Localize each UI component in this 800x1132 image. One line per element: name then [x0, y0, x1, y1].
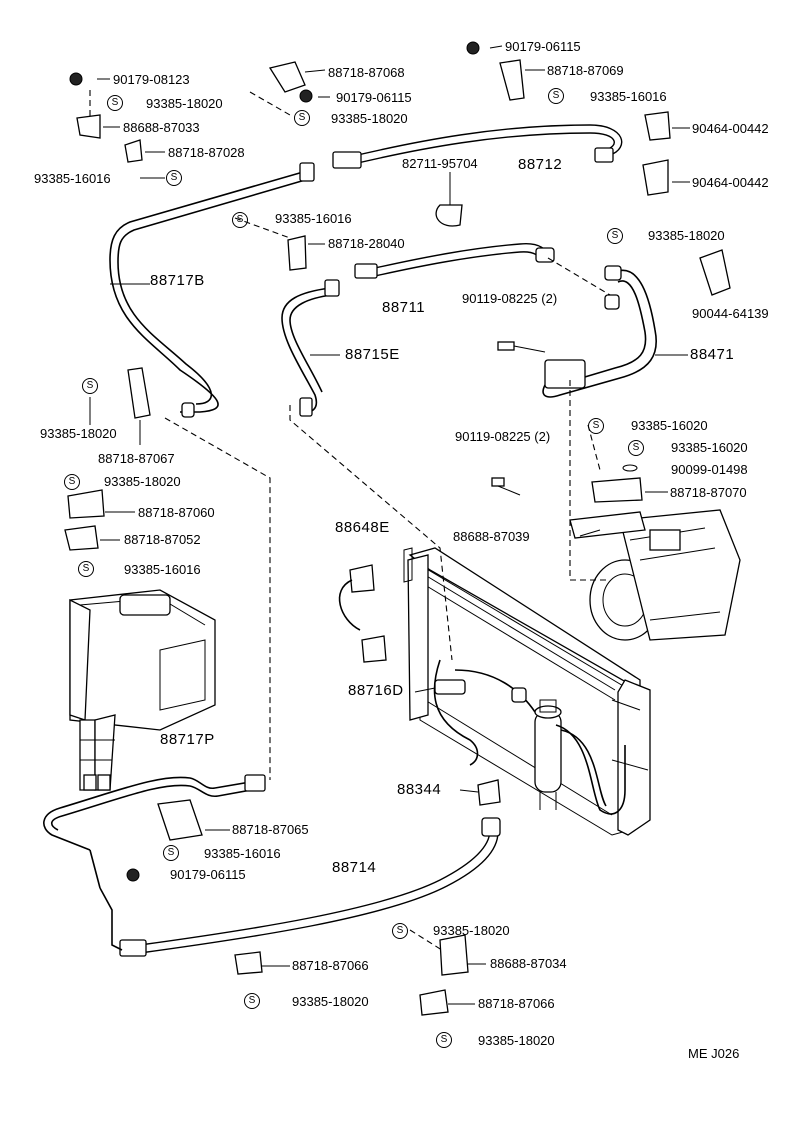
hose-88712	[344, 124, 623, 159]
part-label-88471: 88471	[690, 346, 735, 363]
part-label-88718-87066-b: 88718-87066	[478, 996, 555, 1011]
s-symbol-icon: S	[436, 1032, 452, 1048]
s-symbol-icon: S	[232, 212, 248, 228]
part-label-88716d: 88716D	[348, 682, 404, 699]
part-label-90119-08225-a: 90119-08225 (2)	[462, 291, 558, 306]
part-label-93385-18020-a: 93385-18020	[146, 96, 223, 111]
part-label-90044-64139: 90044-64139	[692, 306, 769, 321]
part-label-93385-16016-e: 93385-16016	[204, 846, 281, 861]
s-symbol-icon: S	[163, 845, 179, 861]
s-symbol-icon: S	[607, 228, 623, 244]
part-label-88718-87060: 88718-87060	[138, 505, 215, 520]
pipe-88717p	[43, 776, 263, 851]
part-label-88688-87033: 88688-87033	[123, 120, 200, 135]
part-label-88344: 88344	[397, 781, 442, 798]
s-symbol-icon: S	[78, 561, 94, 577]
s-symbol-icon: S	[64, 474, 80, 490]
part-label-90099-01498: 90099-01498	[671, 462, 748, 477]
part-label-93385-18020-h: 93385-18020	[478, 1033, 555, 1048]
part-label-90179-06115-top: 90179-06115	[505, 39, 581, 54]
part-label-93385-16016-c: 93385-16016	[275, 211, 352, 226]
part-label-88717b: 88717B	[150, 272, 205, 289]
part-label-88718-87052: 88718-87052	[124, 532, 201, 547]
part-label-93385-18020-d: 93385-18020	[40, 426, 117, 441]
s-symbol-icon: S	[392, 923, 408, 939]
part-label-93385-16020-a: 93385-16020	[631, 418, 708, 433]
part-label-93385-16016-a: 93385-16016	[590, 89, 667, 104]
part-label-88688-87034: 88688-87034	[490, 956, 567, 971]
part-label-93385-18020-b: 93385-18020	[331, 111, 408, 126]
pipe-88715e	[281, 287, 331, 413]
s-symbol-icon: S	[628, 440, 644, 456]
s-symbol-icon: S	[548, 88, 564, 104]
evaporator-unit	[69, 589, 216, 791]
part-label-88718-87069: 88718-87069	[547, 63, 624, 78]
s-symbol-icon: S	[107, 95, 123, 111]
part-label-88718-87066-a: 88718-87066	[292, 958, 369, 973]
part-label-88715e: 88715E	[345, 346, 400, 363]
part-label-88718-87067: 88718-87067	[98, 451, 175, 466]
part-label-93385-18020-c: 93385-18020	[648, 228, 725, 243]
part-label-93385-18020-e: 93385-18020	[104, 474, 181, 489]
s-symbol-icon: S	[294, 110, 310, 126]
s-symbol-icon: S	[166, 170, 182, 186]
part-label-88717p: 88717P	[160, 731, 215, 748]
part-label-90179-06115-b: 90179-06115	[336, 90, 412, 105]
part-label-88718-87028: 88718-87028	[168, 145, 245, 160]
compressor	[569, 509, 741, 641]
part-label-90119-08225-b: 90119-08225 (2)	[455, 429, 551, 444]
part-label-93385-16016-d: 93385-16016	[124, 562, 201, 577]
part-label-93385-18020-f: 93385-18020	[433, 923, 510, 938]
part-label-88718-87065: 88718-87065	[232, 822, 309, 837]
part-label-90464-00442-a: 90464-00442	[692, 121, 769, 136]
part-label-88648e: 88648E	[335, 519, 390, 536]
part-label-82711-95704: 82711-95704	[402, 156, 478, 171]
s-symbol-icon: S	[244, 993, 260, 1009]
part-label-88718-87068: 88718-87068	[328, 65, 405, 80]
part-label-88718-87070: 88718-87070	[670, 485, 747, 500]
condenser	[403, 547, 651, 836]
part-label-93385-18020-g: 93385-18020	[292, 994, 369, 1009]
footer-code: ME J026	[688, 1046, 740, 1061]
part-label-88718-28040: 88718-28040	[328, 236, 405, 251]
part-label-90179-08123: 90179-08123	[113, 72, 190, 87]
part-label-88688-87039: 88688-87039	[453, 529, 530, 544]
part-label-88714: 88714	[332, 859, 377, 876]
s-symbol-icon: S	[588, 418, 604, 434]
pipe-88471	[542, 269, 657, 398]
part-label-88712: 88712	[518, 156, 563, 173]
part-label-88711: 88711	[382, 299, 426, 316]
s-symbol-icon: S	[82, 378, 98, 394]
part-label-93385-16016-b: 93385-16016	[34, 171, 111, 186]
part-label-90464-00442-b: 90464-00442	[692, 175, 769, 190]
part-label-90179-06115-c: 90179-06115	[170, 867, 246, 882]
hose-88714	[139, 829, 491, 946]
part-label-93385-16020-b: 93385-16020	[671, 440, 748, 455]
small-parts	[64, 41, 731, 1016]
pipe-88717b	[109, 169, 311, 413]
receiver-drier	[534, 699, 626, 815]
